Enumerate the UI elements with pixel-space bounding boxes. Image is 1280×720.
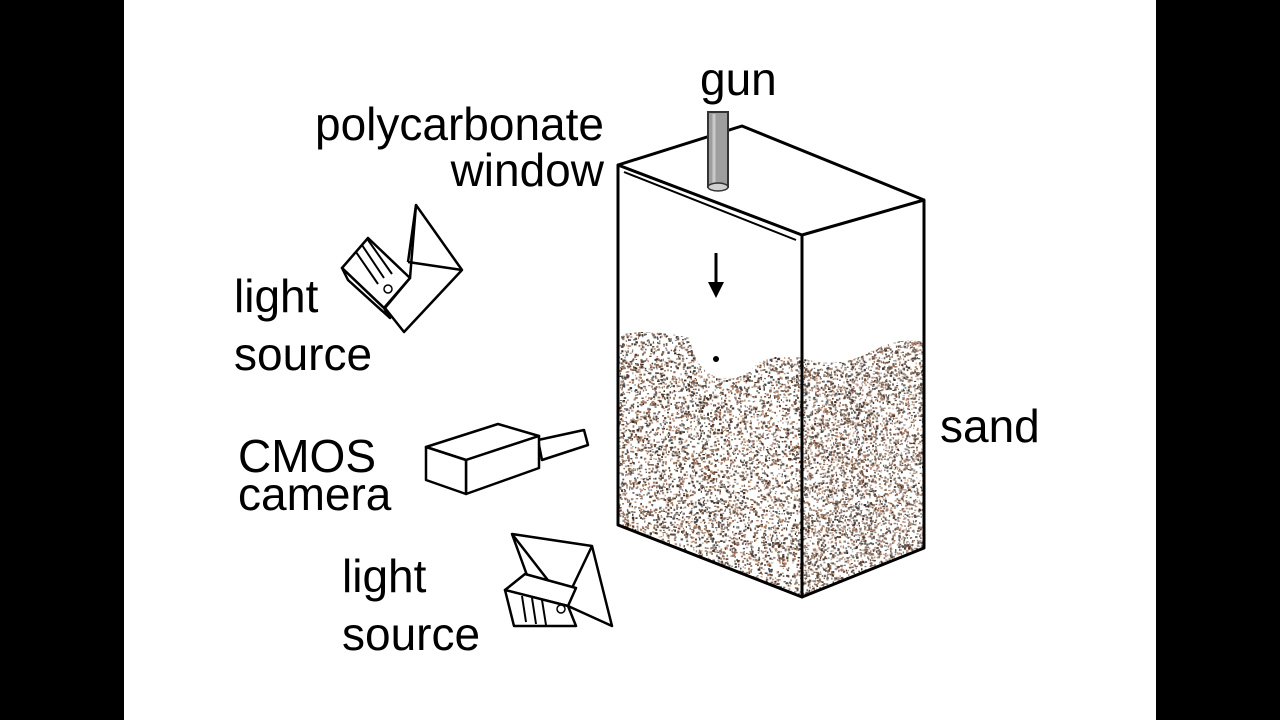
window-label-line2: window (450, 144, 605, 196)
upper-light-label-line1: light (234, 270, 319, 322)
camera-label-line1: CMOS (238, 430, 376, 482)
gun-barrel (707, 111, 729, 192)
projectile-direction-arrow (708, 253, 724, 298)
canvas-background (124, 0, 1156, 720)
lower-light-label-line1: light (342, 550, 427, 602)
upper-light-source (340, 203, 464, 334)
gun-label: gun (700, 53, 777, 105)
camera-label-line2: camera (238, 468, 392, 520)
camera-lens (536, 428, 590, 462)
projectile (713, 356, 719, 362)
lower-light-source (503, 532, 614, 628)
sand-box (616, 124, 926, 599)
lower-light-label-line2: source (342, 608, 480, 660)
sand-label: sand (940, 400, 1040, 452)
box-top-back-edges (617, 124, 925, 202)
box-window-top-edge (623, 171, 797, 241)
box-side-face (800, 198, 926, 599)
window-label-line1: polycarbonate (315, 98, 604, 150)
cmos-camera (424, 422, 590, 496)
upper-light-label-line2: source (234, 328, 372, 380)
